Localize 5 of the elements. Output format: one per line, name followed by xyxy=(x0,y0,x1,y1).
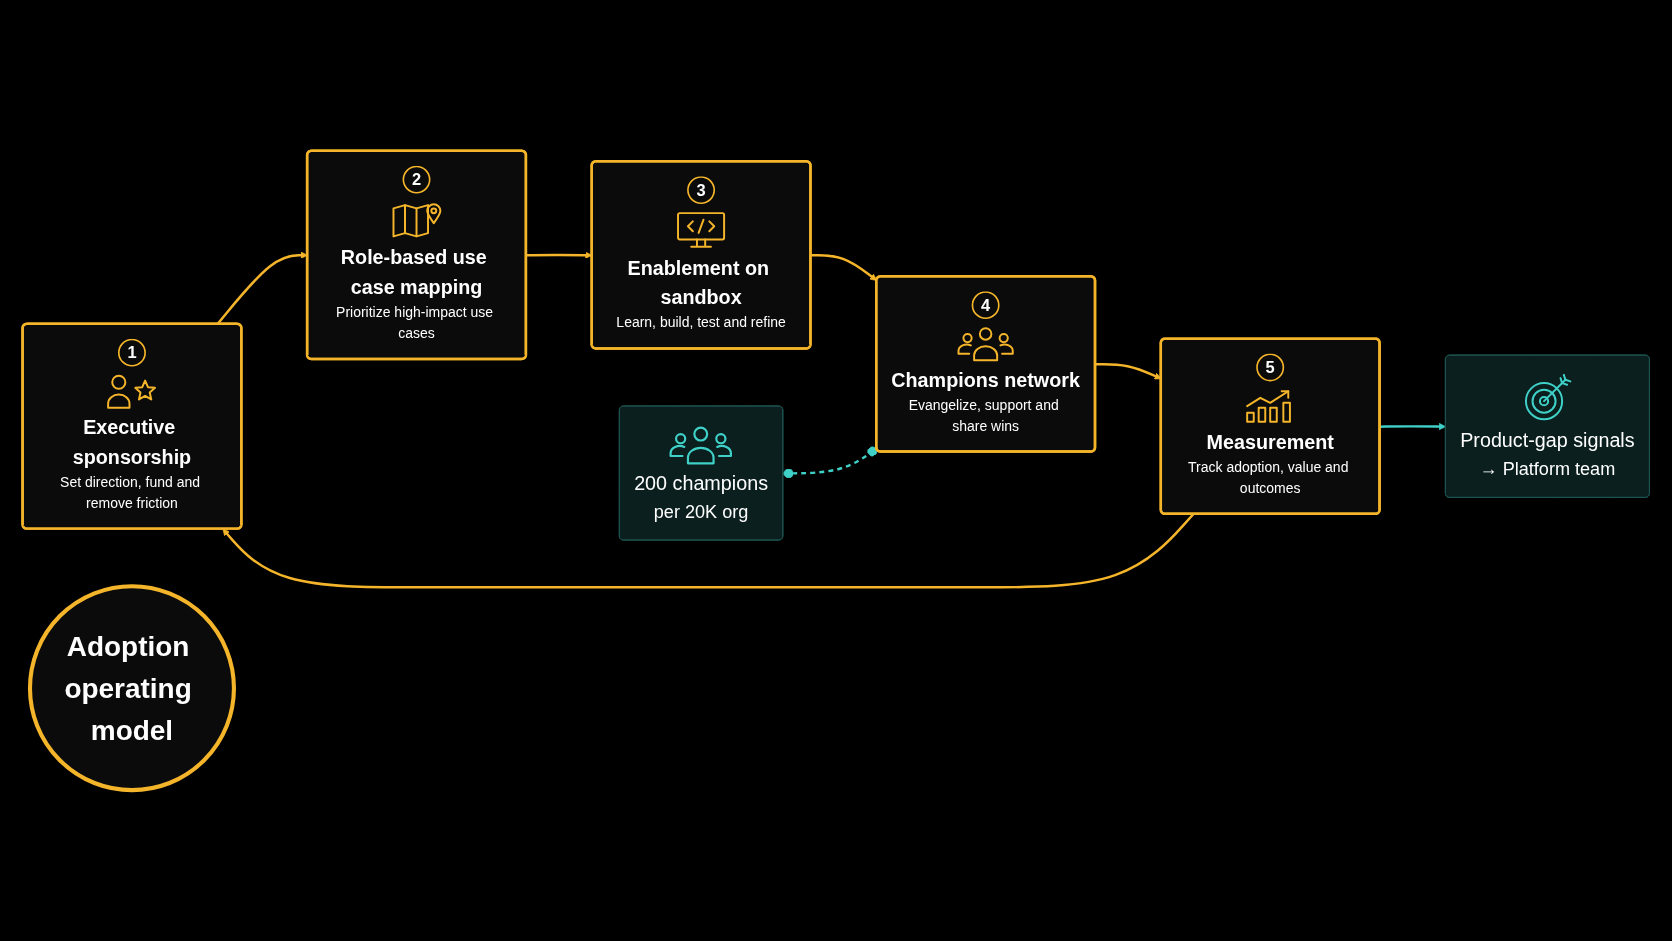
arrow xyxy=(1379,422,1447,431)
arrow xyxy=(810,253,877,281)
node-circle: Adoption operating model xyxy=(27,584,236,793)
connector xyxy=(783,446,878,479)
arrow xyxy=(222,513,1195,589)
